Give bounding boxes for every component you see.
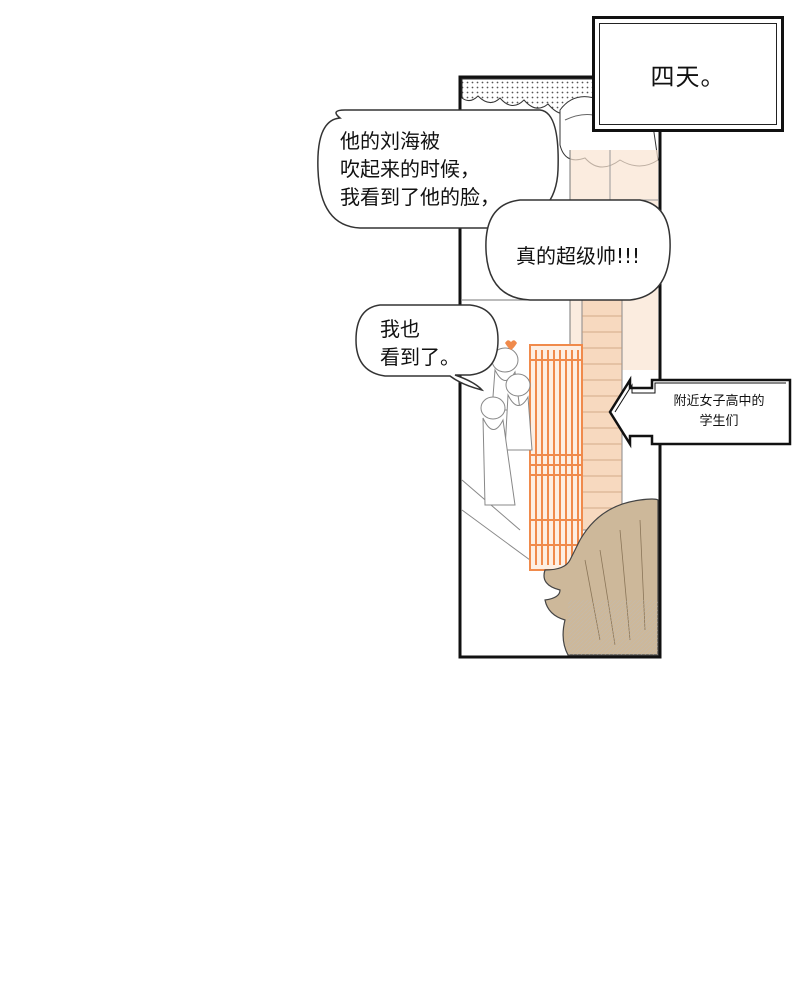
peeking-schoolgirls	[480, 340, 533, 506]
speech-line: 我看到了他的脸，	[340, 185, 500, 209]
narration-caption: 四天。	[650, 62, 726, 91]
orange-gate	[529, 344, 583, 571]
speech-line: 看到了。	[380, 345, 460, 369]
character-hair	[543, 498, 659, 656]
speech-bubble-2	[485, 199, 671, 301]
speech-bubble-2-text: 真的超级帅!!!	[515, 244, 641, 268]
speech-bubble-3	[355, 304, 499, 392]
narration-caption-box: 四天。	[592, 16, 784, 132]
arrow-label-text: 附近女子高中的 学生们	[656, 392, 782, 432]
speech-bubble-3-text: 我也 看到了。	[380, 315, 480, 371]
speech-line: 我也	[380, 317, 420, 341]
label-line: 附近女子高中的	[673, 394, 765, 409]
arrow-label-box	[608, 375, 792, 449]
speech-line: 吹起来的时候，	[340, 157, 480, 181]
speech-bubble-1-text: 他的刘海被 吹起来的时候， 我看到了他的脸，	[340, 127, 540, 211]
label-line: 学生们	[699, 414, 739, 429]
speech-line: 他的刘海被	[340, 129, 440, 153]
